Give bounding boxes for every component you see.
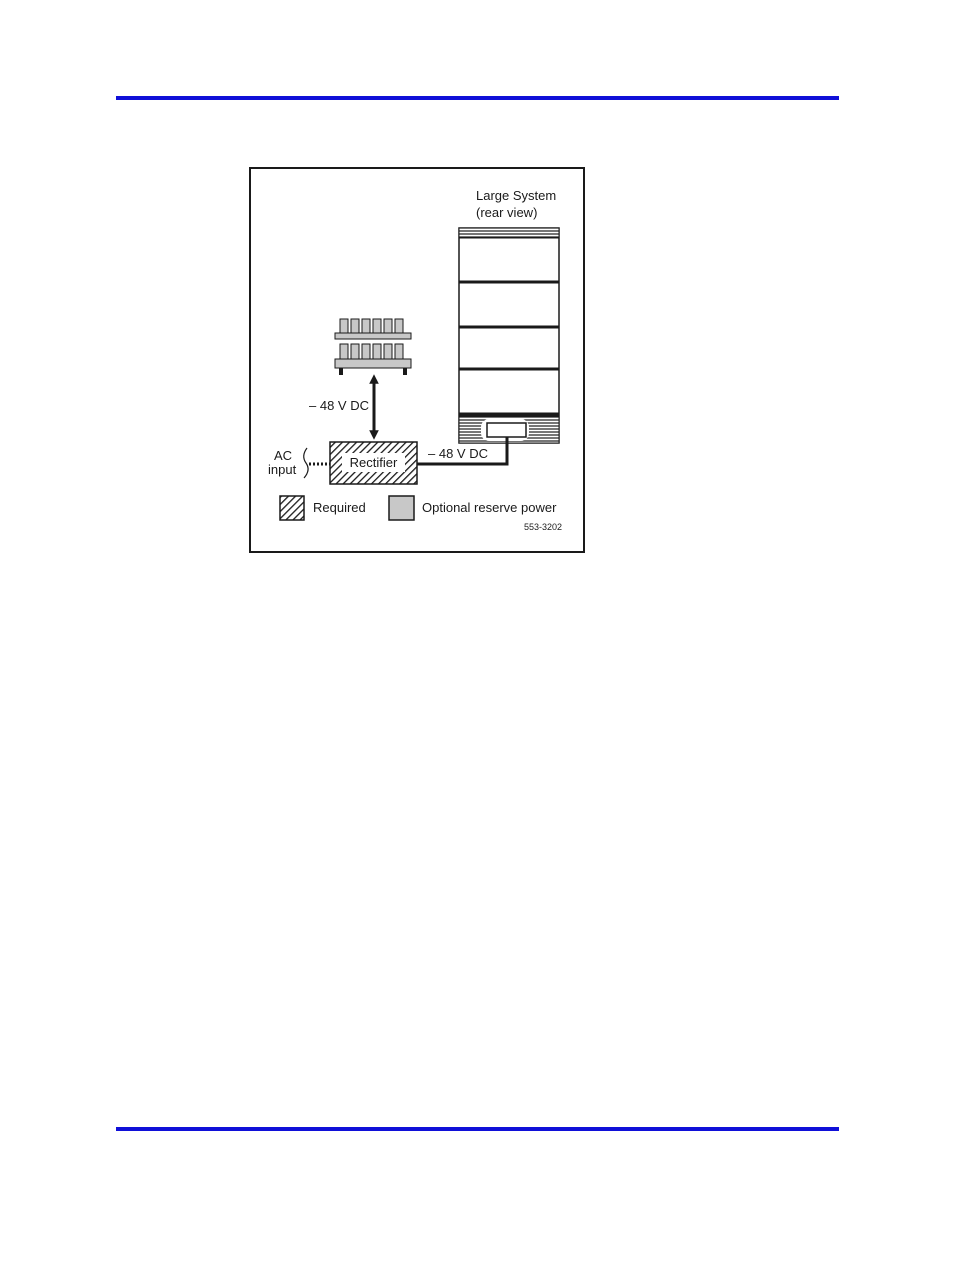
- ac-input-label-line2: input: [268, 462, 297, 477]
- legend: Required Optional reserve power: [279, 495, 557, 521]
- battery-voltage-label: – 48 V DC: [309, 398, 369, 413]
- reserve-battery-rack: [334, 318, 412, 375]
- rectifier: Rectifier: [329, 441, 418, 485]
- system-title: Large System: [476, 188, 556, 203]
- legend-optional-swatch: [388, 495, 415, 521]
- figure-code: 553-3202: [524, 522, 562, 532]
- power-input-connector: [486, 422, 527, 438]
- power-diagram: Large System (rear view): [249, 167, 585, 553]
- system-subtitle: (rear view): [476, 205, 537, 220]
- legend-optional-label: Optional reserve power: [422, 500, 557, 515]
- power-diagram-figure: Large System (rear view): [249, 167, 585, 553]
- header-rule: [116, 96, 839, 100]
- rectifier-label: Rectifier: [350, 455, 398, 470]
- ac-input-label-line1: AC: [274, 448, 292, 463]
- dc-power-cable: [417, 437, 509, 466]
- system-voltage-label: – 48 V DC: [428, 446, 488, 461]
- footer-rule: [116, 1127, 839, 1131]
- legend-required-swatch: [279, 495, 305, 521]
- legend-required-label: Required: [313, 500, 366, 515]
- large-system-cabinet: [458, 227, 560, 444]
- ac-input-brace: [303, 447, 309, 479]
